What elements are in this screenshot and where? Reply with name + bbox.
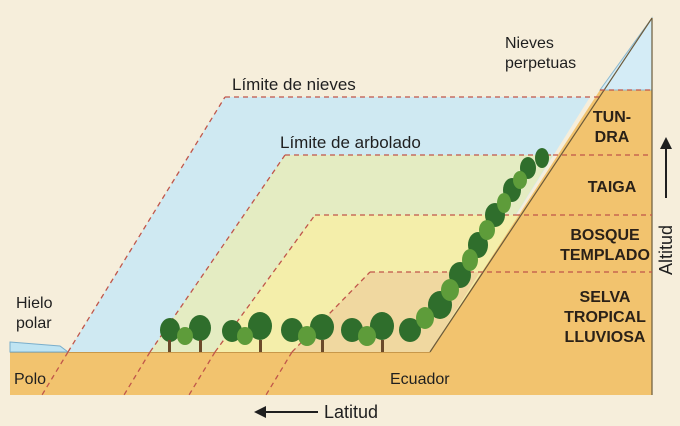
zone-temperate-line-1: BOSQUE xyxy=(570,227,640,244)
snow-limit-label: Límite de nieves xyxy=(232,75,356,94)
up-arrow-icon xyxy=(660,137,672,198)
polar-ice-label-1: Hielo xyxy=(16,295,53,312)
altitude-label: Altitud xyxy=(656,225,676,275)
polar-ice-label-2: polar xyxy=(16,315,52,332)
perpetual-snow-label-1: Nieves xyxy=(505,35,554,52)
polar-ice xyxy=(9,341,70,353)
latitude-label: Latitud xyxy=(324,402,378,422)
zone-tropical-line-3: LLUVIOSA xyxy=(565,329,646,346)
zone-tropical-line-1: SELVA xyxy=(580,289,631,306)
zone-tundra-line-2: DRA xyxy=(595,129,630,146)
zone-taiga-label: TAIGA xyxy=(588,179,637,196)
left-arrow-icon xyxy=(254,406,318,418)
pole-label: Polo xyxy=(14,371,46,388)
tree-limit-label: Límite de arbolado xyxy=(280,133,421,152)
zone-tundra-line-1: TUN- xyxy=(593,109,631,126)
mountain-slope xyxy=(430,90,652,352)
equator-label: Ecuador xyxy=(390,371,450,388)
perpetual-snow-label-2: perpetuas xyxy=(505,55,576,72)
tropical-plane xyxy=(292,272,480,352)
slope-edge xyxy=(429,17,653,353)
zone-temperate-line-2: TEMPLADO xyxy=(560,247,650,264)
tree-icon xyxy=(160,148,549,352)
zone-tropical-line-2: TROPICAL xyxy=(564,309,646,326)
